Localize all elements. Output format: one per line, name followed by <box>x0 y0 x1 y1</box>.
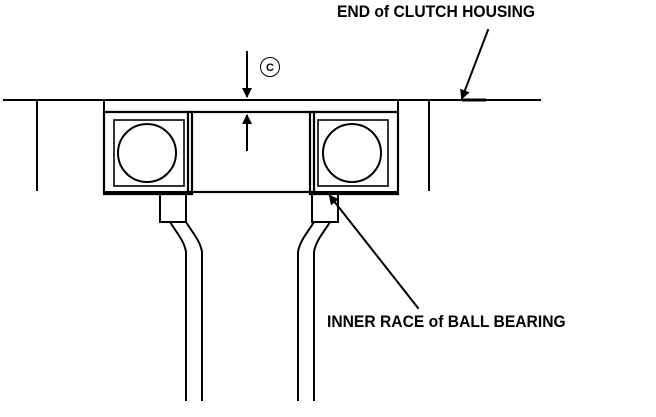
bearing-left-outer <box>102 110 194 196</box>
inner-race-center <box>186 110 316 194</box>
right-ball <box>322 123 382 183</box>
left-ball <box>117 123 177 183</box>
right-clip <box>311 195 339 223</box>
right-shaft-outer <box>297 220 316 401</box>
right-race-cage <box>317 119 389 187</box>
left-clip <box>159 195 187 223</box>
inner-race-label: INNER RACE of BALL BEARING <box>327 312 566 331</box>
left-shaft-outer <box>168 220 187 401</box>
dimension-c-label: C <box>260 57 280 77</box>
housing-end-label: END of CLUTCH HOUSING <box>337 2 536 21</box>
race-leader <box>328 194 420 310</box>
left-race-cage <box>113 119 185 187</box>
bearing-right-outer <box>308 110 400 196</box>
right-shaft-inner <box>313 220 332 401</box>
left-shaft-inner <box>184 220 203 401</box>
housing-leader <box>460 28 490 100</box>
